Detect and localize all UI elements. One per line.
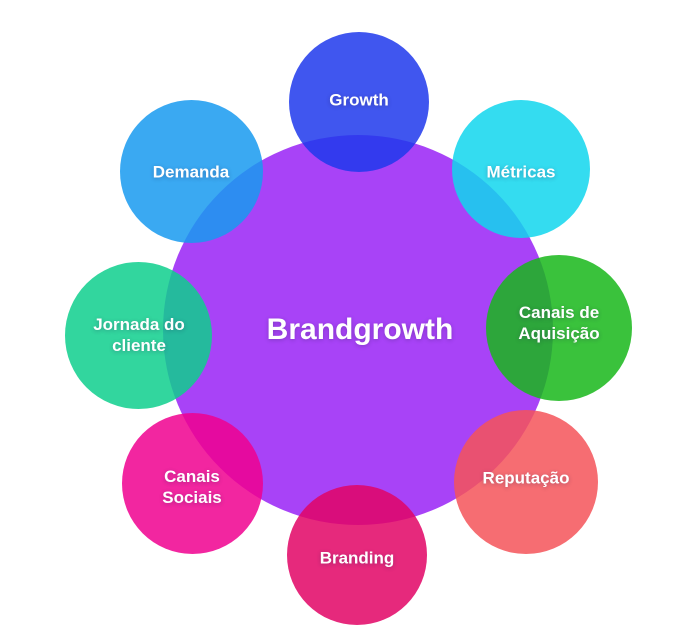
node-label-branding: Branding [320, 548, 395, 569]
label-line: cliente [112, 336, 166, 355]
node-label-canais-sociais: Canais Sociais [162, 466, 222, 508]
node-circle-canais-sociais [122, 413, 263, 554]
node-circle-demanda [120, 100, 263, 243]
node-circle-growth [289, 32, 429, 172]
label-line: Reputação [482, 468, 570, 488]
node-label-jornada-cliente: Jornada do cliente [93, 314, 185, 356]
label-line: Growth [329, 90, 389, 110]
node-circle-jornada-cliente [65, 262, 212, 409]
node-label-reputacao: Reputação [483, 468, 570, 489]
label-line: Métricas [486, 162, 556, 182]
label-line: Demanda [152, 162, 230, 182]
label-line: Canais [164, 467, 220, 486]
node-label-canais-aquisicao: Canais de Aquisição [518, 302, 599, 344]
node-label-metricas: Métricas [487, 162, 556, 183]
label-line: Canais de [518, 303, 600, 322]
label-line: Jornada do [93, 315, 185, 334]
label-line: Sociais [162, 488, 222, 507]
node-label-growth: Growth [329, 90, 389, 111]
node-label-demanda: Demanda [153, 162, 230, 183]
node-circle-canais-aquisicao [486, 255, 632, 401]
node-circle-metricas [452, 100, 590, 238]
center-label-brandgrowth: Brandgrowth [266, 313, 454, 346]
label-line: Branding [319, 548, 395, 568]
label-line: Aquisição [518, 324, 600, 343]
node-circle-branding [287, 485, 427, 625]
node-circle-reputacao [454, 410, 598, 554]
